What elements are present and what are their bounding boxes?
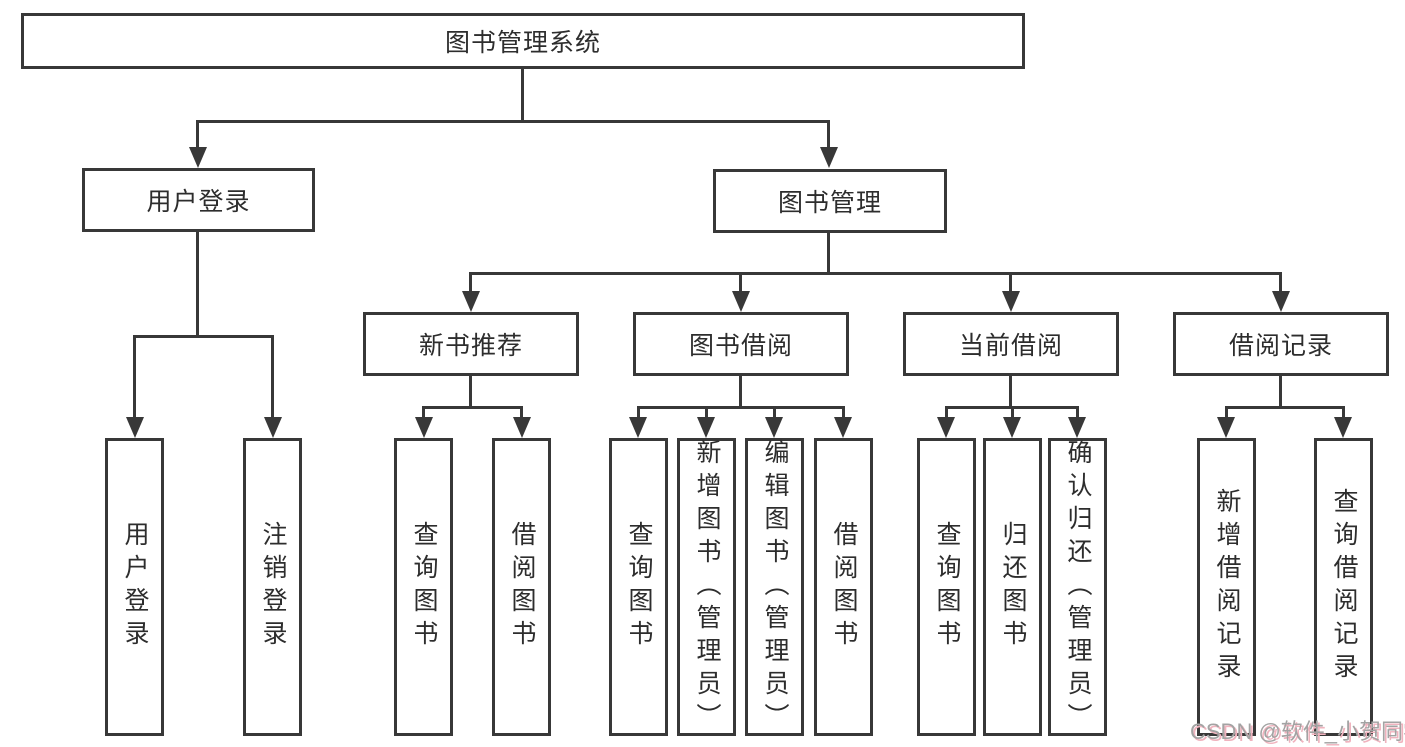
leaf-cb-confirm-return-admin: 确认归还（管理员） bbox=[1048, 438, 1107, 736]
connector-drop-br-query bbox=[1342, 406, 1345, 419]
leaf-bb-query-books: 查询图书 bbox=[609, 438, 668, 736]
leaf-logout: 注销登录 bbox=[243, 438, 302, 736]
connector-root-stem bbox=[521, 69, 524, 121]
node-user-login: 用户登录 bbox=[82, 168, 315, 232]
node-label: 图书管理系统 bbox=[444, 29, 601, 57]
connector-current-borrow-stem bbox=[1009, 376, 1012, 407]
watermark: CSDN @软件_小贺同学 bbox=[1190, 719, 1405, 744]
arrow-down-icon bbox=[629, 417, 647, 438]
arrow-down-icon bbox=[765, 417, 783, 438]
node-book-borrow: 图书借阅 bbox=[633, 312, 849, 376]
connector-user-login-stem bbox=[196, 232, 199, 336]
connector-book-borrow-stem bbox=[739, 376, 742, 407]
connector-root-bar bbox=[197, 120, 830, 123]
connector-drop-current-borrow bbox=[1009, 272, 1012, 293]
node-label: 图书借阅 bbox=[688, 332, 793, 360]
node-borrow-records: 借阅记录 bbox=[1173, 312, 1389, 376]
connector-drop-new-book bbox=[469, 272, 472, 293]
connector-new-book-stem bbox=[469, 376, 472, 407]
leaf-nb-borrow-books: 借阅图书 bbox=[492, 438, 551, 736]
connector-drop-book-mgmt bbox=[827, 120, 830, 150]
arrow-down-icon bbox=[462, 291, 480, 312]
leaf-label: 查询图书 bbox=[933, 521, 961, 653]
connector-borrow-record-bar bbox=[1225, 406, 1344, 409]
leaf-label: 归还图书 bbox=[999, 521, 1027, 653]
node-label: 借阅记录 bbox=[1228, 332, 1333, 360]
leaf-cb-return-books: 归还图书 bbox=[983, 438, 1042, 736]
arrow-down-icon bbox=[1272, 291, 1290, 312]
connector-drop-nb-query bbox=[422, 406, 425, 419]
leaf-cb-query-books: 查询图书 bbox=[917, 438, 976, 736]
arrow-down-icon bbox=[1068, 417, 1086, 438]
connector-drop-cb-return bbox=[1011, 406, 1014, 419]
arrow-down-icon bbox=[189, 147, 207, 168]
connector-drop-br-add bbox=[1225, 406, 1228, 419]
connector-borrow-record-stem bbox=[1279, 376, 1282, 407]
connector-drop-leaf-logout bbox=[271, 335, 274, 419]
node-label: 用户登录 bbox=[146, 188, 251, 216]
node-book-management: 图书管理 bbox=[713, 169, 947, 233]
connector-book-mgmt-stem bbox=[827, 233, 830, 273]
arrow-down-icon bbox=[415, 417, 433, 438]
leaf-label: 新增借阅记录 bbox=[1213, 488, 1241, 686]
leaf-label: 编辑图书（管理员） bbox=[761, 438, 789, 736]
arrow-down-icon bbox=[732, 291, 750, 312]
node-label: 图书管理 bbox=[777, 189, 882, 217]
connector-drop-user-login bbox=[196, 120, 199, 150]
arrow-down-icon bbox=[264, 417, 282, 438]
arrow-down-icon bbox=[1003, 417, 1021, 438]
leaf-bb-edit-books-admin: 编辑图书（管理员） bbox=[745, 438, 804, 736]
connector-drop-borrow-record bbox=[1279, 272, 1282, 293]
leaf-nb-query-books: 查询图书 bbox=[394, 438, 453, 736]
connector-user-login-bar bbox=[133, 335, 274, 338]
leaf-label: 用户登录 bbox=[121, 521, 149, 653]
leaf-label: 确认归还（管理员） bbox=[1064, 438, 1092, 736]
leaf-label: 查询图书 bbox=[410, 521, 438, 653]
node-new-book-recommend: 新书推荐 bbox=[363, 312, 579, 376]
leaf-bb-borrow-books: 借阅图书 bbox=[814, 438, 873, 736]
arrow-down-icon bbox=[1002, 291, 1020, 312]
leaf-label: 借阅图书 bbox=[508, 521, 536, 653]
leaf-label: 借阅图书 bbox=[830, 521, 858, 653]
connector-drop-book-borrow bbox=[739, 272, 742, 293]
leaf-label: 新增图书（管理员） bbox=[693, 438, 721, 736]
leaf-label: 注销登录 bbox=[259, 521, 287, 653]
leaf-bb-add-books-admin: 新增图书（管理员） bbox=[677, 438, 736, 736]
connector-drop-leaf-user-login bbox=[133, 335, 136, 419]
leaf-label: 查询图书 bbox=[625, 521, 653, 653]
leaf-br-add-record: 新增借阅记录 bbox=[1197, 438, 1256, 736]
arrow-down-icon bbox=[126, 417, 144, 438]
connector-drop-bb-add bbox=[705, 406, 708, 419]
connector-book-mgmt-bar bbox=[469, 272, 1282, 275]
connector-new-book-bar bbox=[422, 406, 523, 409]
arrow-down-icon bbox=[697, 417, 715, 438]
arrow-down-icon bbox=[834, 417, 852, 438]
connector-drop-cb-confirm bbox=[1076, 406, 1079, 419]
arrow-down-icon bbox=[513, 417, 531, 438]
leaf-label: 查询借阅记录 bbox=[1330, 488, 1358, 686]
arrow-down-icon bbox=[937, 417, 955, 438]
node-current-borrow: 当前借阅 bbox=[903, 312, 1119, 376]
connector-drop-cb-query bbox=[945, 406, 948, 419]
connector-drop-bb-query bbox=[637, 406, 640, 419]
node-library-system: 图书管理系统 bbox=[21, 13, 1025, 69]
node-label: 新书推荐 bbox=[418, 332, 523, 360]
leaf-br-query-record: 查询借阅记录 bbox=[1314, 438, 1373, 736]
leaf-user-login: 用户登录 bbox=[105, 438, 164, 736]
arrow-down-icon bbox=[820, 147, 838, 168]
node-label: 当前借阅 bbox=[958, 332, 1063, 360]
connector-drop-bb-borrow bbox=[842, 406, 845, 419]
connector-drop-bb-edit bbox=[773, 406, 776, 419]
arrow-down-icon bbox=[1334, 417, 1352, 438]
arrow-down-icon bbox=[1217, 417, 1235, 438]
connector-drop-nb-borrow bbox=[520, 406, 523, 419]
connector-book-borrow-bar bbox=[637, 406, 844, 409]
